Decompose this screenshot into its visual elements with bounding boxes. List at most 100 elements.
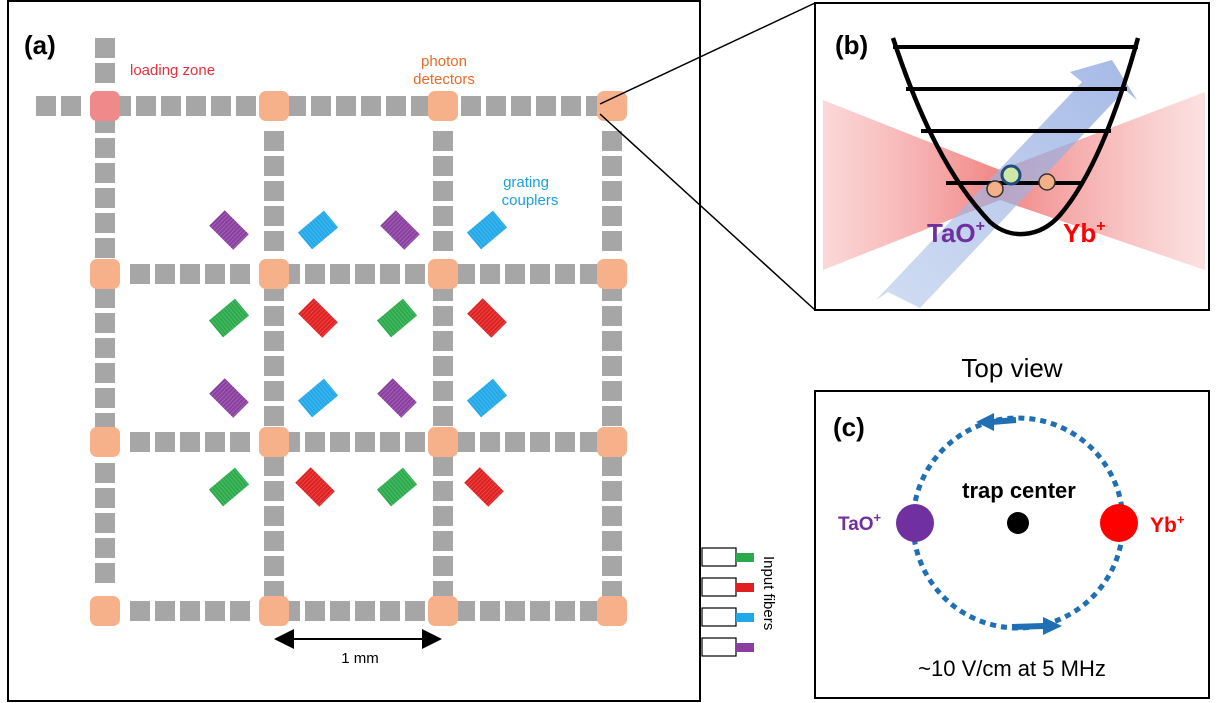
electrode-segment xyxy=(95,363,115,383)
top-view-title: Top view xyxy=(961,353,1062,383)
photon-detectors-label-line2: detectors xyxy=(413,71,475,88)
orbit-arrow-top-shaft xyxy=(991,417,1017,425)
electrode-segment xyxy=(95,463,115,483)
grating-coupler-red xyxy=(295,467,335,507)
photon-detector-junction xyxy=(597,427,627,457)
electrode-segment xyxy=(95,513,115,533)
electrode-segment xyxy=(602,356,622,376)
electrode-segment xyxy=(380,601,400,621)
trap-center-label: trap center xyxy=(962,478,1076,503)
electrode-segment xyxy=(236,96,256,116)
grating-coupler-lines xyxy=(209,378,249,418)
electrode-segment xyxy=(155,432,175,452)
electrode-segment xyxy=(602,531,622,551)
electrode-segment xyxy=(602,181,622,201)
grating-coupler-green xyxy=(376,467,418,507)
electrode-segment xyxy=(580,432,600,452)
electrode-segment xyxy=(264,131,284,151)
orbit-arrow-bottom-head xyxy=(1043,617,1062,635)
electrode-segment xyxy=(95,563,115,583)
electrode-segment xyxy=(161,96,181,116)
electrode-segment xyxy=(186,96,206,116)
grating-coupler-array xyxy=(208,210,508,507)
electrode-segment xyxy=(230,432,250,452)
trap-potential-curve xyxy=(890,37,1141,237)
electrode-segment xyxy=(480,601,500,621)
electrode-segment xyxy=(386,96,406,116)
photon-detector-junction xyxy=(428,91,458,121)
electrode-segment xyxy=(205,432,225,452)
loading-zone-label: loading zone xyxy=(130,62,215,79)
electrode-segment xyxy=(433,131,453,151)
electrode-segment xyxy=(205,264,225,284)
electrode-segment xyxy=(95,38,115,58)
fiber-purple xyxy=(736,643,754,652)
fiber-green xyxy=(736,553,754,562)
electrode-segment xyxy=(155,264,175,284)
electrode-segment xyxy=(95,188,115,208)
grating-coupler-lines xyxy=(297,378,339,418)
electrode-segment xyxy=(180,264,200,284)
loading-zone-junction xyxy=(90,91,120,121)
electrode-segment xyxy=(433,456,453,476)
laser-beam-left xyxy=(823,100,1000,270)
electrode-segment xyxy=(433,356,453,376)
electrode-segment xyxy=(36,96,56,116)
electrode-segment xyxy=(130,432,150,452)
electrode-segment xyxy=(264,356,284,376)
grating-coupler-green xyxy=(208,467,250,507)
grating-coupler-purple xyxy=(377,378,417,418)
electrode-segment xyxy=(95,138,115,158)
electrode-segment xyxy=(602,156,622,176)
input-fibers: Input fibers xyxy=(701,547,777,657)
electrode-segment xyxy=(180,432,200,452)
photon-detector-junction xyxy=(597,91,627,121)
electrode-segment xyxy=(264,306,284,326)
grating-coupler-lines xyxy=(297,210,339,250)
electrode-segment xyxy=(530,432,550,452)
zoom-line-bottom xyxy=(599,113,816,311)
electrode-segment xyxy=(155,601,175,621)
fiber-box-green xyxy=(701,547,737,567)
ion-center-marker xyxy=(1000,164,1022,186)
tao-ion-dot xyxy=(896,504,934,542)
grating-coupler-lines xyxy=(208,298,250,338)
grating-coupler-red xyxy=(467,298,507,338)
ion-right-marker xyxy=(1038,173,1056,191)
photon-detector-junction xyxy=(90,259,120,289)
electrode-segment xyxy=(330,264,350,284)
electrode-segment xyxy=(264,206,284,226)
electrode-segment xyxy=(433,406,453,426)
electrode-segment xyxy=(461,96,481,116)
electrode-segment xyxy=(602,206,622,226)
electrode-segment xyxy=(433,156,453,176)
photon-detector-junction xyxy=(259,427,289,457)
electrode-segment xyxy=(555,264,575,284)
electrode-segment xyxy=(505,432,525,452)
electrode-segment xyxy=(61,96,81,116)
electrode-segment xyxy=(95,488,115,508)
photon-detector-junction xyxy=(90,596,120,626)
fiber-box-blue xyxy=(701,607,737,627)
electrode-segment xyxy=(95,313,115,333)
panel-a-label: (a) xyxy=(24,30,56,60)
panel-b: (b) TaO+ Yb+ xyxy=(814,2,1210,311)
grating-coupler-lines xyxy=(466,210,508,250)
electrode-segment xyxy=(311,96,331,116)
electrode-segment xyxy=(602,131,622,151)
photon-detectors-label-line1: photon xyxy=(421,53,467,70)
grating-coupler-red xyxy=(298,298,338,338)
electrode-segment xyxy=(264,156,284,176)
electrode-segment xyxy=(602,556,622,576)
photon-detector-junction xyxy=(259,259,289,289)
electrode-segment xyxy=(433,306,453,326)
orbit-arrow-top-head xyxy=(976,413,994,431)
electrode-segment xyxy=(136,96,156,116)
panel-a-frame xyxy=(7,0,701,702)
electrode-segment xyxy=(95,163,115,183)
electrode-segment xyxy=(455,264,475,284)
electrode-segment xyxy=(305,264,325,284)
electrode-segment xyxy=(555,601,575,621)
electrode-segment xyxy=(264,231,284,251)
